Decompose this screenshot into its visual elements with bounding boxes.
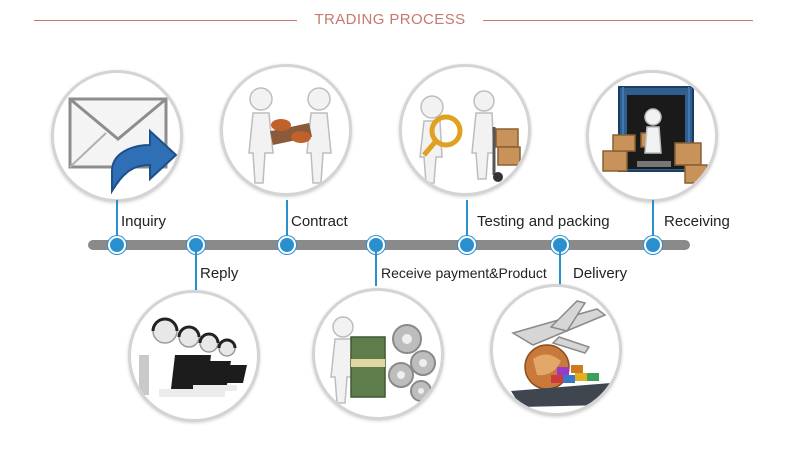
call-center-agents-icon	[139, 317, 247, 397]
magnifier-boxes-icon	[419, 90, 521, 184]
timeline-dot-testing-packing	[458, 236, 476, 254]
timeline-bar	[88, 240, 690, 250]
step-label-contract: Contract	[291, 213, 348, 230]
step-receiving-image	[586, 70, 718, 202]
header-rule-right	[483, 20, 753, 21]
handshake-contract-icon	[248, 87, 332, 184]
stem-inquiry	[116, 200, 118, 240]
step-label-receiving: Receiving	[664, 213, 730, 230]
step-inquiry-image	[51, 70, 183, 202]
step-label-inquiry: Inquiry	[121, 213, 167, 230]
step-contract-image	[220, 64, 352, 196]
stem-receiving	[652, 200, 654, 240]
stem-testing-packing	[466, 200, 468, 240]
header-rule-left	[34, 20, 297, 21]
stem-contract	[286, 200, 288, 240]
airplane-ship-globe-icon	[511, 300, 611, 407]
step-delivery-image	[490, 284, 622, 416]
step-label-receive-payment: Receive payment&Product	[381, 265, 547, 281]
timeline-dot-contract	[278, 236, 296, 254]
stem-receive-payment	[375, 250, 377, 286]
timeline-dot-receiving	[644, 236, 662, 254]
step-testing-packing-image	[399, 64, 531, 196]
step-reply-image	[128, 290, 260, 422]
money-gears-icon	[330, 316, 436, 404]
timeline-dot-inquiry	[108, 236, 126, 254]
page-title: TRADING PROCESS	[314, 11, 466, 28]
step-label-reply: Reply	[200, 265, 239, 282]
envelope-reply-icon	[68, 97, 178, 195]
stem-delivery	[559, 250, 561, 286]
step-label-testing-packing: Testing and packing	[477, 213, 610, 230]
step-label-delivery: Delivery	[573, 265, 628, 282]
step-receive-payment-image	[312, 288, 444, 420]
container-boxes-icon	[602, 86, 708, 184]
stem-reply	[195, 250, 197, 290]
